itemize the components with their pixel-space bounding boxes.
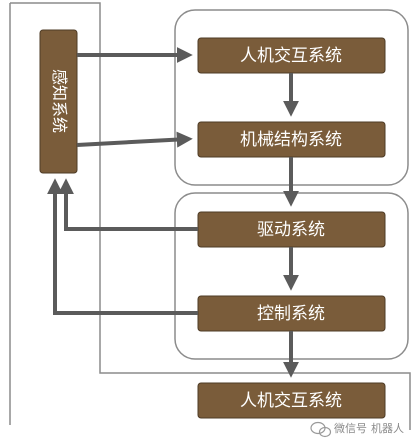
drive-label: 驱动系统 [257, 220, 325, 240]
mechanical-label: 机械结构系统 [240, 130, 342, 150]
sensing-system-label: 感知系统 [50, 69, 69, 133]
outer-frame-line [10, 2, 411, 430]
wechat-icon [310, 421, 332, 438]
watermark-name: 机器人 [371, 421, 404, 435]
control-box: 控制系统 [197, 295, 386, 332]
sensing-system-box: 感知系统 [39, 29, 78, 174]
arrow-sensing-to-mechanical [76, 131, 193, 148]
mechanical-box: 机械结构系统 [197, 121, 386, 158]
arrow-drive-feedback-to-sensing [58, 178, 198, 231]
watermark-prefix: 微信号 [334, 421, 367, 435]
watermark: 微信号 机器人 [310, 421, 404, 438]
hci-top-label: 人机交互系统 [240, 46, 342, 66]
hci-bottom-label: 人机交互系统 [240, 391, 342, 411]
control-label: 控制系统 [257, 304, 325, 324]
arrow-control-feedback-to-sensing [47, 178, 198, 315]
hci-top-box: 人机交互系统 [197, 37, 386, 74]
hci-bottom-box: 人机交互系统 [197, 382, 386, 419]
drive-box: 驱动系统 [197, 211, 386, 248]
